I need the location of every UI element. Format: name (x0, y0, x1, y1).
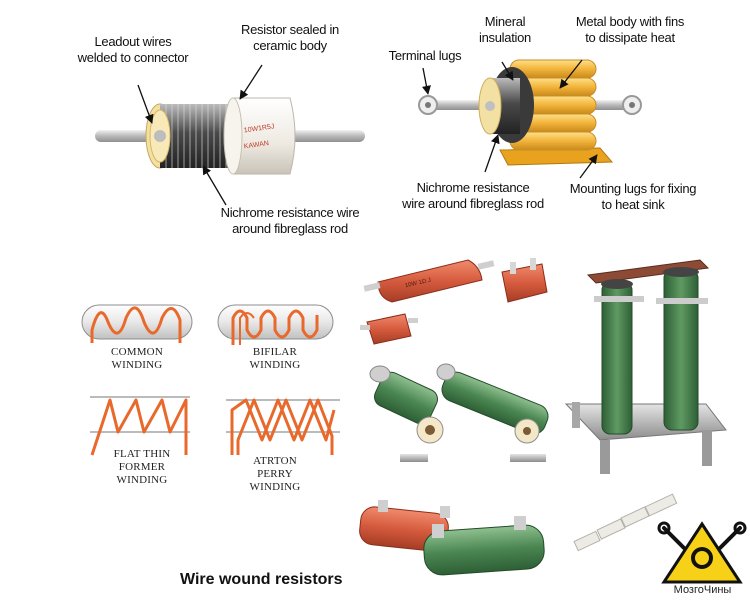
label-metal-body-line-2: to dissipate heat (585, 30, 675, 45)
label-nichrome-right-line-2: wire around fibreglass rod (402, 196, 544, 211)
red-chip-resistor (360, 313, 418, 345)
aluminium-housed-resistor-illustration (418, 59, 642, 166)
label-flat-line-2: FORMER (118, 461, 166, 473)
label-metal-body: Metal body with fins to dissipate heat (560, 14, 700, 46)
bifilar-winding-diagram (217, 304, 334, 345)
label-nichrome-left: Nichrome resistance wire around fibregla… (205, 205, 375, 237)
label-mounting-line-2: to heat sink (601, 197, 665, 212)
brain-logo (657, 521, 747, 584)
label-leadout-line-2: welded to connector (77, 50, 189, 65)
label-flat-line-1: FLAT THIN (113, 448, 171, 460)
label-mineral-line-2: insulation (479, 30, 531, 45)
label-flat-thin-former-winding: FLAT THIN FORMER WINDING (92, 448, 192, 487)
label-nichrome-right-line-1: Nichrome resistance (416, 180, 530, 195)
green-adjustable-resistor-right (436, 363, 549, 462)
label-mineral-insulation: Mineral insulation (465, 14, 545, 46)
sealed-resistor-illustration (95, 97, 365, 175)
arrows-left (137, 64, 263, 206)
label-metal-body-line-1: Metal body with fins (575, 14, 685, 29)
label-ayrton-line-3: WINDING (249, 481, 301, 493)
arrows-right (421, 59, 598, 179)
label-nichrome-right: Nichrome resistance wire around fibregla… (398, 180, 548, 212)
label-sealed-line-2: ceramic body (253, 38, 327, 53)
body-print-line-1: 10W1R5J (243, 123, 274, 134)
label-bifilar-line-1: BIFILAR (252, 346, 298, 358)
red-flat-resistor: 10W 1Ω J (363, 259, 495, 303)
label-bifilar-winding: BIFILAR WINDING (230, 346, 320, 372)
label-sealed-line-1: Resistor sealed in (241, 22, 339, 37)
label-bifilar-line-2: WINDING (249, 359, 301, 371)
label-terminal-line-1: Terminal lugs (388, 48, 462, 63)
label-leadout-line-1: Leadout wires (94, 34, 172, 49)
label-nichrome-left-line-2: around fibreglass rod (232, 221, 348, 236)
svg-text:10W 1Ω J: 10W 1Ω J (404, 278, 431, 290)
label-common-line-2: WINDING (111, 359, 163, 371)
label-common-winding: COMMON WINDING (92, 346, 182, 372)
label-mineral-line-1: Mineral (484, 14, 526, 29)
label-mounting-line-1: Mounting lugs for fixing (569, 181, 697, 196)
red-small-resistor (501, 258, 548, 303)
large-mounted-resistors (564, 259, 727, 474)
label-flat-line-3: WINDING (116, 474, 168, 486)
green-long-resistor (423, 516, 545, 576)
label-terminal-lugs: Terminal lugs (380, 48, 470, 64)
cement-resistors (573, 493, 678, 552)
logo-text: МозгоЧины (673, 584, 732, 596)
ayrton-perry-winding-diagram (226, 398, 340, 455)
label-ayrton-line-1: ATRTON (253, 455, 297, 467)
label-common-line-1: COMMON (111, 346, 163, 358)
label-mounting-lugs: Mounting lugs for fixing to heat sink (548, 181, 718, 213)
label-resistor-sealed: Resistor sealed in ceramic body (225, 22, 355, 54)
flat-thin-former-winding-diagram (90, 396, 190, 456)
label-ayrton-perry-winding: ATRTON PERRY WINDING (225, 455, 325, 494)
figure-caption: Wire wound resistors (180, 571, 343, 588)
common-winding-diagram (81, 304, 193, 343)
label-ayrton-line-2: PERRY (257, 468, 293, 480)
body-print-line-2: KAWAN (243, 140, 269, 150)
green-adjustable-resistor-left (369, 365, 444, 462)
label-nichrome-left-line-1: Nichrome resistance wire (220, 205, 360, 220)
label-leadout-wires: Leadout wires welded to connector (58, 34, 208, 66)
